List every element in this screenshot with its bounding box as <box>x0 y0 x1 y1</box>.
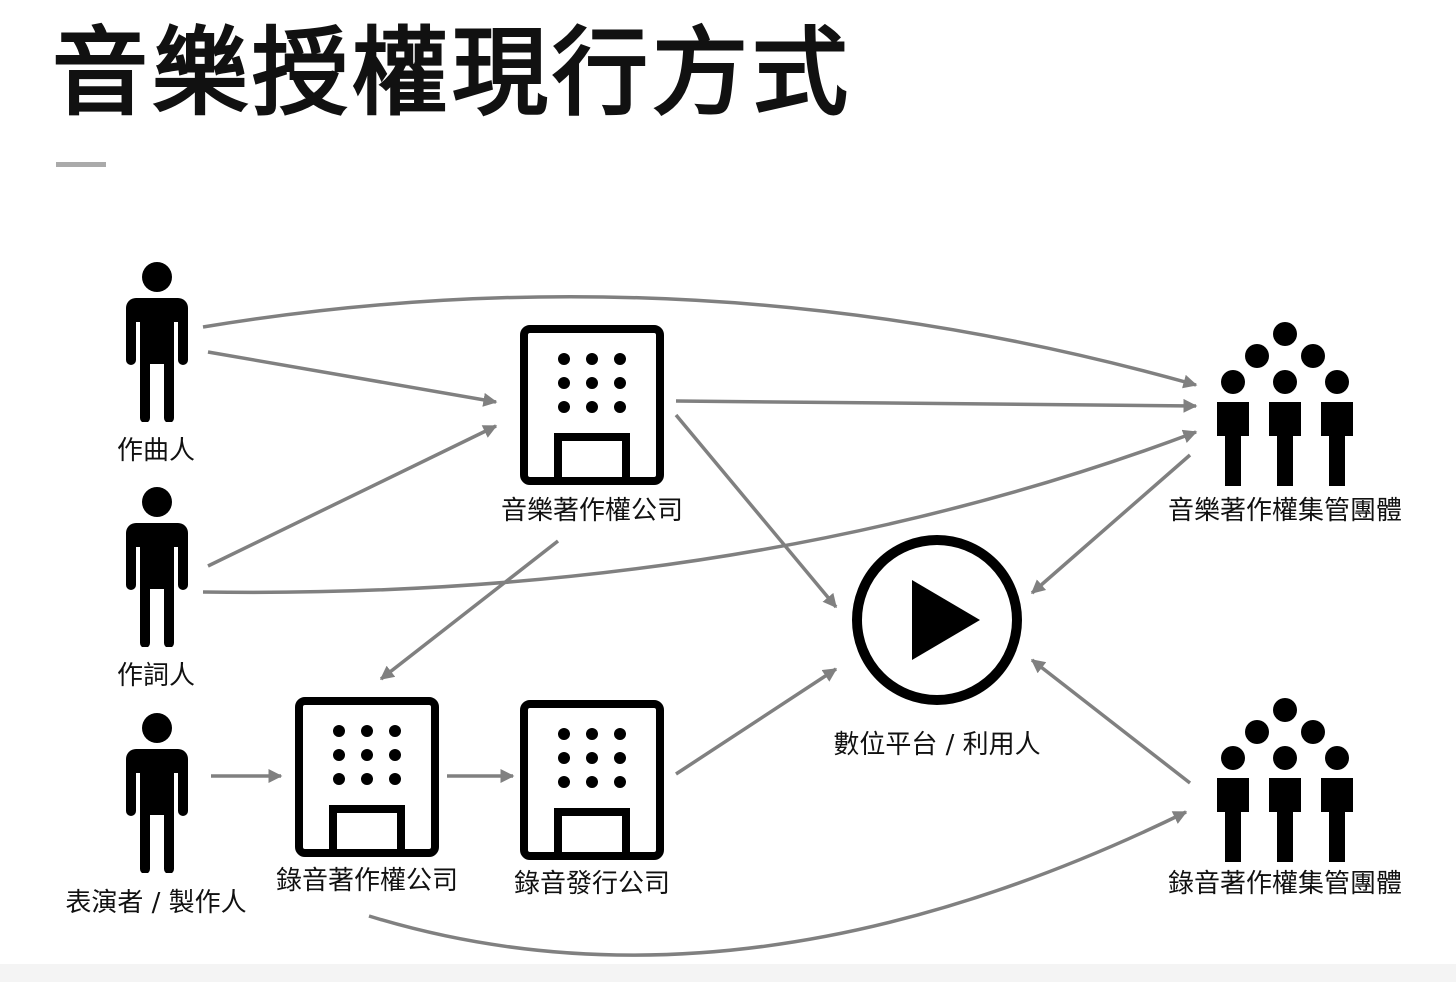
arrow-music-cmo-to-platform <box>1030 453 1192 595</box>
record-label-label: 錄音發行公司 <box>513 869 671 899</box>
recording-cmo-label: 錄音著作權集管團體 <box>1167 869 1403 899</box>
platform-play-icon <box>852 535 1022 705</box>
title-underline <box>56 162 106 167</box>
arrow-music-publisher-to-recording-company <box>379 539 560 681</box>
page-title: 音樂授權現行方式 <box>52 17 852 129</box>
arrow-music-publisher-to-platform <box>674 413 838 609</box>
arrow-record-label-to-platform <box>675 667 838 776</box>
bottom-strip <box>0 964 1456 982</box>
lyricist-person-icon <box>126 487 188 647</box>
record-label-building-icon <box>524 704 660 856</box>
arrow-recording-cmo-to-platform <box>1030 658 1192 785</box>
arrow-music-publisher-to-music-cmo <box>675 398 1198 413</box>
music-cmo-group-icon <box>1217 322 1353 486</box>
arrow-composer-to-music-cmo <box>202 294 1198 389</box>
performer-person-icon <box>126 713 188 873</box>
lyricist-label: 作詞人 <box>116 661 196 691</box>
arrow-lyricist-to-music-cmo <box>202 429 1198 595</box>
arrow-recording-company-to-recording-cmo <box>368 810 1188 957</box>
arrow-lyricist-to-music-publisher <box>207 424 498 568</box>
recording-company-building-icon <box>299 701 435 853</box>
edges-layer <box>202 294 1198 957</box>
recording-company-label: 錄音著作權公司 <box>275 866 459 896</box>
music-publisher-label: 音樂著作權公司 <box>500 496 684 526</box>
composer-label: 作曲人 <box>116 436 196 466</box>
performer-label: 表演者 / 製作人 <box>65 888 247 918</box>
arrow-composer-to-music-publisher <box>207 350 498 407</box>
music-cmo-label: 音樂著作權集管團體 <box>1167 496 1403 526</box>
music-publisher-building-icon <box>524 329 660 481</box>
composer-person-icon <box>126 262 188 422</box>
platform-label: 數位平台 / 利用人 <box>833 730 1041 760</box>
recording-cmo-group-icon <box>1217 698 1353 862</box>
